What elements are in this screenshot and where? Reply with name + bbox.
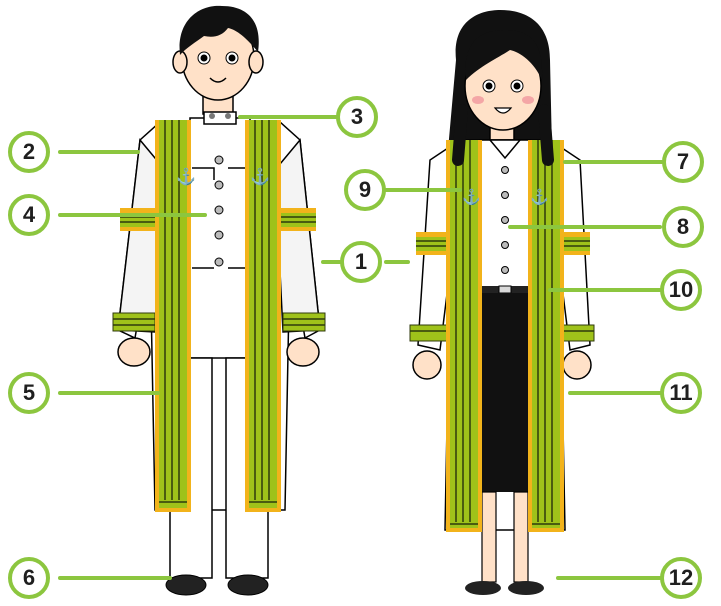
callout-10: 10 [660,269,702,311]
female-skirt [476,293,534,492]
callout-12: 12 [660,557,702,599]
anchor-icon: ⚓ [250,167,270,186]
female-blouse [480,140,530,288]
callout-8: 8 [662,206,704,248]
callout-6: 6 [8,557,50,599]
callout-11: 11 [660,372,702,414]
male-left-arm-band [120,208,160,231]
callout-3: 3 [336,96,378,138]
shoe-icon [508,581,544,595]
shoe-icon [228,575,268,595]
male-right-arm-band [276,208,316,231]
shoe-icon [465,581,501,595]
callout-4: 4 [8,194,50,236]
callout-9: 9 [344,169,386,211]
callout-5: 5 [8,372,50,414]
callout-1: 1 [340,241,382,283]
anchor-icon: ⚓ [462,188,481,206]
anchor-icon: ⚓ [530,188,549,206]
male-figure: ⚓ ⚓ [113,6,325,595]
female-figure: ⚓ ⚓ [410,10,594,595]
callout-2: 2 [8,131,50,173]
anchor-icon: ⚓ [176,167,196,186]
callout-7: 7 [662,141,704,183]
